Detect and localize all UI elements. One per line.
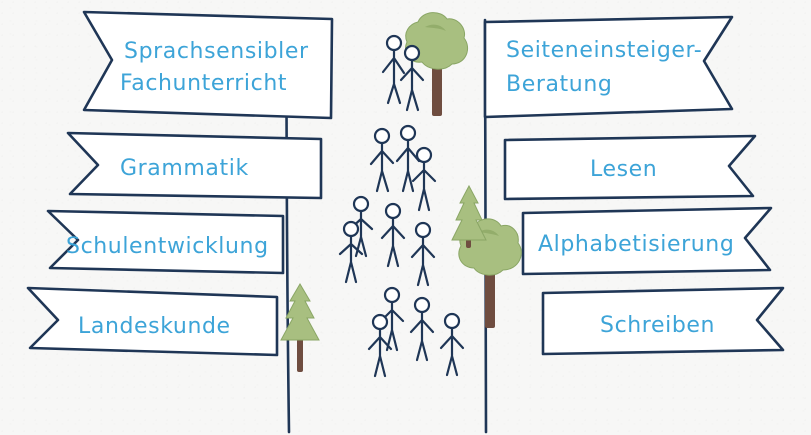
flag-shape (503, 134, 757, 201)
sign-lesen: Lesen (503, 134, 757, 201)
sign-label: Schulentwicklung (66, 234, 269, 259)
people-group-lower-middle (338, 195, 436, 287)
sign-label: Landeskunde (78, 314, 231, 339)
pine-tree-icon (451, 184, 487, 248)
deciduous-tree-icon (405, 12, 468, 116)
flag-shape (483, 15, 734, 119)
sign-label-line2: Fachunterricht (120, 71, 287, 96)
sign-schreiben: Schreiben (541, 286, 785, 356)
people-group-top (381, 34, 425, 112)
sign-label: Lesen (590, 157, 657, 182)
flag-shape (82, 10, 334, 120)
flag-shape (521, 206, 773, 276)
pine-tree-icon (280, 283, 320, 372)
sign-sprachsensibler-fachunterricht: Sprachsensibler Fachunterricht (82, 10, 334, 120)
sign-label-line1: Seiteneinsteiger- (506, 38, 702, 63)
sign-label: Schreiben (600, 313, 715, 338)
flag-shape (46, 209, 285, 275)
flag-shape (66, 131, 323, 200)
flag-shape (541, 286, 785, 356)
sign-label: Alphabetisierung (538, 232, 734, 257)
sign-label-line2: Beratung (506, 72, 612, 97)
people-group-bottom (367, 286, 465, 378)
sign-label-line1: Sprachsensibler (124, 39, 309, 64)
people-group-upper-middle (369, 124, 437, 212)
sign-landeskunde: Landeskunde (26, 286, 279, 357)
sign-seiteneinsteiger-beratung: Seiteneinsteiger- Beratung (483, 15, 734, 119)
sign-schulentwicklung: Schulentwicklung (46, 209, 285, 275)
sign-label: Grammatik (120, 156, 249, 181)
sign-alphabetisierung: Alphabetisierung (521, 206, 773, 276)
sign-grammatik: Grammatik (66, 131, 323, 200)
flag-shape (26, 286, 279, 357)
